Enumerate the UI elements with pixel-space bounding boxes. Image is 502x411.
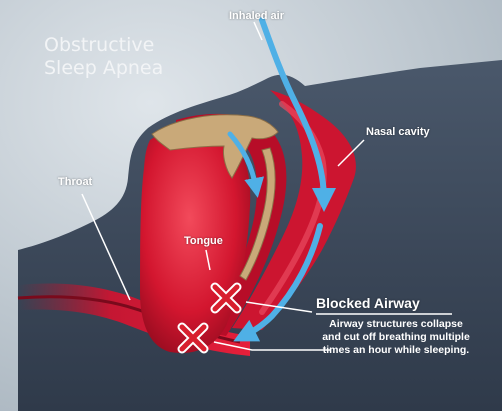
label-tongue: Tongue: [184, 235, 223, 247]
diagram-title: Obstructive Sleep Apnea: [44, 34, 214, 80]
label-throat: Throat: [58, 176, 92, 188]
label-blocked-airway: Blocked Airway: [316, 295, 420, 311]
title-line-2: Sleep Apnea: [44, 57, 214, 80]
title-line-1: Obstructive: [44, 34, 214, 57]
blocked-airway-description: Airway structures collapse and cut off b…: [306, 318, 486, 357]
description-line: Airway structures collapse: [306, 318, 486, 331]
description-line: and cut off breathing multiple: [306, 331, 486, 344]
label-inhaled-air: Inhaled air: [229, 10, 284, 22]
description-line: times an hour while sleeping.: [306, 344, 486, 357]
label-nasal-cavity: Nasal cavity: [366, 126, 430, 138]
